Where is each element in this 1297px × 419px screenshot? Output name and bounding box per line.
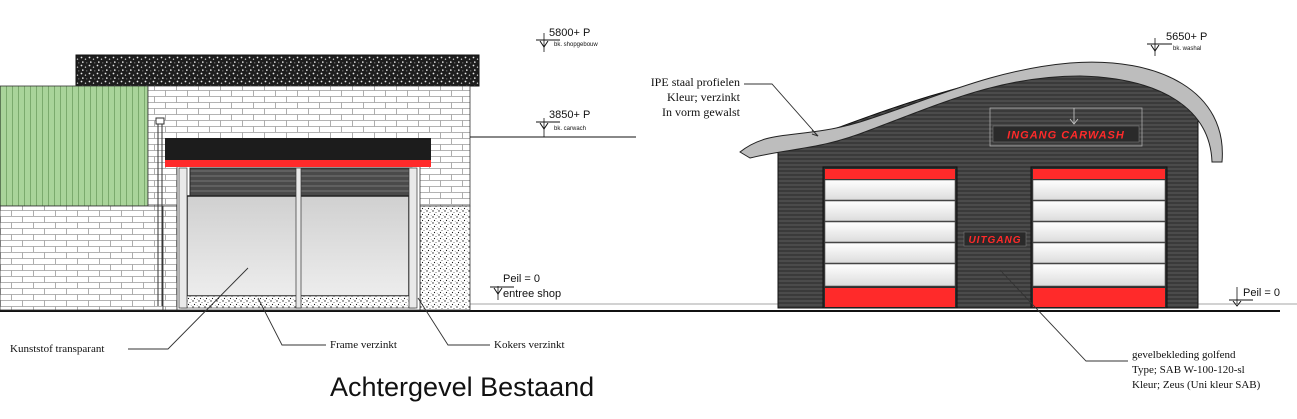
frame-post-right xyxy=(408,167,418,309)
callout-gevel-line-1: gevelbekleding golfend xyxy=(1132,349,1236,361)
shop-roof-edge xyxy=(75,54,480,87)
frame-post-mid xyxy=(295,167,302,309)
frame-post-left xyxy=(178,167,188,309)
drawing-title: Achtergevel Bestaand xyxy=(330,372,594,402)
sign-uitgang-text: UITGANG xyxy=(968,235,1021,246)
canopy xyxy=(165,138,431,160)
green-panel xyxy=(0,85,149,207)
level-shop-top-sub: bk. shopgebouw xyxy=(554,42,598,48)
level-carwash-value: 3850+ P xyxy=(549,109,590,121)
sign-ingang xyxy=(992,125,1140,143)
callout-gevel-line-3: Kleur; Zeus (Uni kleur SAB) xyxy=(1132,379,1261,391)
stipple-plinth xyxy=(419,205,471,311)
callout-ipe: IPE staal profielen Kleur; verzinkt In v… xyxy=(651,75,819,137)
callout-frame-text: Frame verzinkt xyxy=(330,339,397,351)
level-marker-peil-shop: Peil = 0 entree shop xyxy=(490,273,561,300)
callout-kunststof: Kunststof transparant xyxy=(10,267,249,355)
callout-kunststof-text: Kunststof transparant xyxy=(10,343,104,355)
callout-ipe-line-1: IPE staal profielen xyxy=(651,75,740,89)
canopy-red-band xyxy=(165,160,431,167)
callout-gevel: gevelbekleding golfend Type; SAB W-100-1… xyxy=(999,269,1261,391)
level-shop-top-value: 5800+ P xyxy=(549,27,590,39)
callout-ipe-line-3: In vorm gewalst xyxy=(662,105,741,119)
carwash-hall: INGANG CARWASH UITGANG xyxy=(739,61,1223,309)
garage-door-left xyxy=(822,166,958,309)
brick-lower-wall xyxy=(0,205,164,311)
level-marker-peil-right: Peil = 0 xyxy=(1229,287,1280,307)
callout-ipe-line-2: Kleur; verzinkt xyxy=(667,90,741,104)
peil-right-value: Peil = 0 xyxy=(1243,287,1280,299)
carwash-bay xyxy=(165,138,431,311)
level-carwash-sub: bk. carwach xyxy=(554,126,586,132)
peil-shop-value: Peil = 0 xyxy=(503,273,540,285)
level-marker-shop-top: 5800+ P bk. shopgebouw xyxy=(536,27,598,52)
sign-uitgang xyxy=(963,231,1027,247)
level-washal-sub: bk. washal xyxy=(1173,46,1201,52)
callout-kokers-text: Kokers verzinkt xyxy=(494,339,565,351)
garage-door-right xyxy=(1030,166,1168,309)
brick-pier xyxy=(162,205,178,311)
callout-kokers: Kokers verzinkt xyxy=(417,297,565,351)
ipe-roof-arch xyxy=(739,61,1223,163)
sign-ingang-text: INGANG CARWASH xyxy=(1007,130,1125,142)
level-marker-carwash-roof: 3850+ P bk. carwach xyxy=(470,109,636,138)
peil-shop-sub: entree shop xyxy=(503,288,561,300)
level-marker-washal-top: 5650+ P bk. washal xyxy=(1147,31,1207,56)
level-washal-value: 5650+ P xyxy=(1166,31,1207,43)
callout-frame: Frame verzinkt xyxy=(257,297,397,351)
callout-gevel-line-2: Type; SAB W-100-120-sl xyxy=(1132,364,1245,376)
